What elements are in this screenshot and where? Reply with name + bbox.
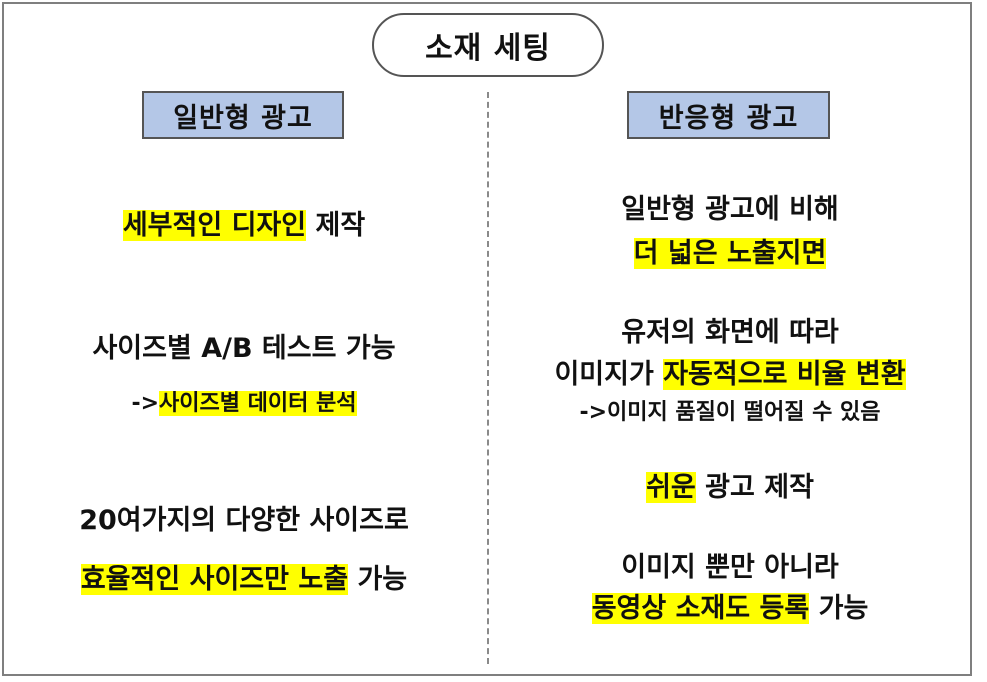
left-header-label: 일반형 광고 [173,102,313,134]
plain-text: 가능 [348,564,408,595]
plain-text: 가능 [809,593,869,624]
highlight-text: 사이즈별 데이터 분석 [159,391,357,416]
right-header-label: 반응형 광고 [658,102,799,134]
left-item-ab-test: 사이즈별 A/B 테스트 가능 [6,331,482,367]
plain-text: 제작 [306,210,366,241]
plain-text: 이미지 뿐만 아니라 [621,552,839,583]
column-divider [487,92,489,664]
page-title: 소재 세팅 [425,31,551,66]
right-item-easy: 쉬운 광고 제작 [492,470,968,506]
plain-text: 이미지가 [554,359,664,390]
plain-text: ->이미지 품질이 떨어질 수 있음 [579,400,881,425]
plain-text: 광고 제작 [695,472,814,503]
highlight-text: 효율적인 사이즈만 노출 [80,564,349,595]
plain-text: 일반형 광고에 비해 [621,194,839,225]
left-item-efficient: 효율적인 사이즈만 노출 가능 [6,562,482,598]
plain-text: 유저의 화면에 따라 [621,317,839,348]
left-item-ab-analysis: ->사이즈별 데이터 분석 [6,389,482,419]
highlight-text: 세부적인 디자인 [122,210,307,241]
highlight-text: 자동적으로 비율 변환 [663,359,906,390]
highlight-text: 동영상 소재도 등록 [591,593,810,624]
plain-text: 20여가지의 다양한 사이즈로 [79,505,409,536]
plain-text: 사이즈별 A/B 테스트 가능 [92,333,396,364]
left-item-sizes: 20여가지의 다양한 사이즈로 [6,503,482,539]
title-pill: 소재 세팅 [372,13,604,77]
left-item-design: 세부적인 디자인 제작 [6,208,482,244]
highlight-text: 더 넓은 노출지면 [633,238,827,269]
highlight-text: 쉬운 [646,472,696,503]
right-item-wider-exposure: 더 넓은 노출지면 [492,236,968,272]
right-item-video-register: 동영상 소재도 등록 가능 [492,591,968,627]
left-column-header: 일반형 광고 [142,91,344,139]
right-item-user-screen: 유저의 화면에 따라 [492,315,968,351]
right-item-auto-ratio: 이미지가 자동적으로 비율 변환 [492,357,968,393]
right-item-image-video: 이미지 뿐만 아니라 [492,550,968,586]
right-item-compare: 일반형 광고에 비해 [492,192,968,228]
arrow-text: -> [131,391,160,416]
diagram-frame [2,2,972,676]
right-column-header: 반응형 광고 [627,91,830,139]
right-item-quality-note: ->이미지 품질이 떨어질 수 있음 [492,398,968,428]
